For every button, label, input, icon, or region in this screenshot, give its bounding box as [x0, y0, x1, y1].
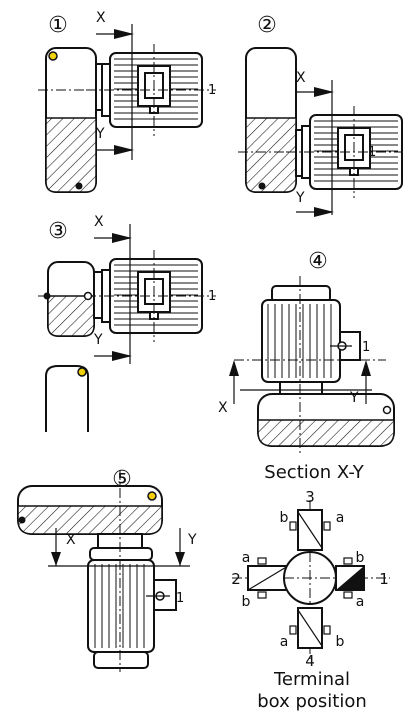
- section-x-label: X: [66, 532, 76, 548]
- cable-entry-b: b: [336, 634, 345, 650]
- terminal-caption-line1: Terminal: [273, 669, 350, 690]
- terminal-box-label: 1: [208, 289, 216, 304]
- view-label-1: ①: [48, 13, 68, 38]
- view-label-2: ②: [257, 13, 277, 38]
- section-y-label: Y: [95, 126, 105, 142]
- section-x-label: X: [296, 70, 306, 86]
- section-y-label: Y: [187, 532, 197, 548]
- position-label-4: 4: [305, 652, 315, 670]
- view-5: ⑤ 1 X Y: [17, 467, 197, 672]
- cable-entry-a: a: [356, 594, 365, 610]
- terminal-caption-line2: box position: [257, 691, 367, 712]
- cable-entry-b: b: [280, 510, 289, 526]
- terminal-box-label: 1: [362, 340, 370, 355]
- section-x-label: X: [218, 400, 228, 416]
- section-y-label: Y: [349, 390, 359, 406]
- oil-fill-marker: [48, 51, 58, 61]
- view-3: ③ 1 X Y: [38, 214, 217, 432]
- terminal-box-label: 1: [368, 145, 376, 160]
- oil-fill-marker: [147, 491, 157, 501]
- terminal-box-diagram: 3 4 2 1 b a a b b a a b: [231, 488, 390, 670]
- view-1: ① 1 X Y: [38, 10, 217, 193]
- gear-housing-partial: [45, 365, 89, 432]
- position-label-3: 3: [305, 488, 315, 506]
- view-label-3: ③: [48, 219, 68, 244]
- cable-entry-a: a: [280, 634, 289, 650]
- view-4: ④ 1 X Y: [218, 249, 395, 456]
- section-x-label: X: [96, 10, 106, 26]
- view-2: ② 1 X Y: [238, 13, 403, 218]
- position-label-1: 1: [379, 570, 389, 588]
- cable-entry-b: b: [356, 550, 365, 566]
- cable-entry-a: a: [242, 550, 251, 566]
- oil-fill-marker: [77, 367, 87, 377]
- position-label-2: 2: [231, 570, 241, 588]
- view-label-4: ④: [308, 249, 328, 274]
- cable-entry-b: b: [242, 594, 251, 610]
- section-y-label: Y: [295, 190, 305, 206]
- section-y-label: Y: [93, 332, 103, 348]
- terminal-box-label: 1: [176, 591, 184, 606]
- cable-entry-a: a: [336, 510, 345, 526]
- section-x-label: X: [94, 214, 104, 230]
- section-caption: Section X-Y: [264, 462, 364, 483]
- terminal-box-label: 1: [208, 83, 216, 98]
